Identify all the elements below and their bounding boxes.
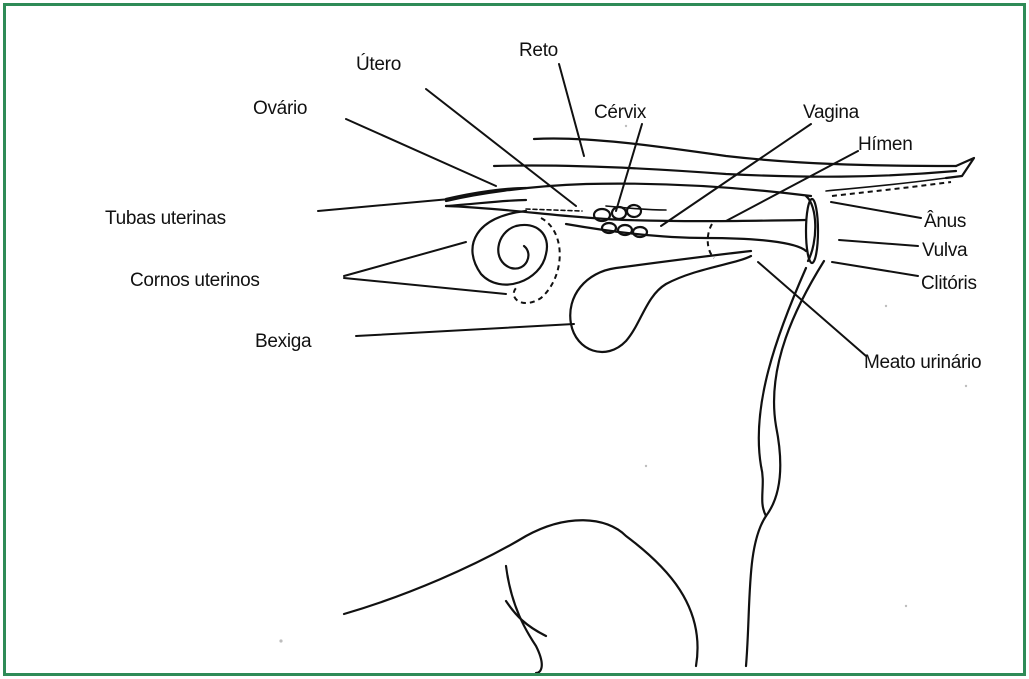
label-cervix: Cérvix bbox=[594, 102, 647, 123]
body-outline bbox=[344, 261, 824, 673]
label-ovario: Ovário bbox=[253, 98, 307, 119]
label-vulva: Vulva bbox=[922, 240, 968, 261]
label-clitoris: Clitóris bbox=[921, 273, 977, 294]
label-anus: Ânus bbox=[924, 210, 966, 232]
reproductive-anatomy-diagram: Útero Reto Ovário Cérvix Vagina Hímen Tu… bbox=[6, 6, 1023, 673]
scan-noise bbox=[279, 125, 967, 643]
bladder bbox=[570, 251, 751, 352]
label-bexiga: Bexiga bbox=[255, 331, 312, 352]
labels: Útero Reto Ovário Cérvix Vagina Hímen Tu… bbox=[105, 40, 981, 373]
label-vagina: Vagina bbox=[803, 102, 860, 123]
uterine-horns bbox=[472, 211, 559, 303]
figure-frame: Útero Reto Ovário Cérvix Vagina Hímen Tu… bbox=[3, 3, 1026, 676]
reproductive-tract bbox=[446, 184, 818, 263]
label-himen: Hímen bbox=[858, 134, 912, 155]
label-cornos-uterinos: Cornos uterinos bbox=[130, 270, 260, 291]
label-utero: Útero bbox=[356, 53, 401, 75]
label-tubas-uterinas: Tubas uterinas bbox=[105, 208, 226, 229]
label-reto: Reto bbox=[519, 40, 558, 61]
label-meato-urinario: Meato urinário bbox=[864, 352, 981, 373]
